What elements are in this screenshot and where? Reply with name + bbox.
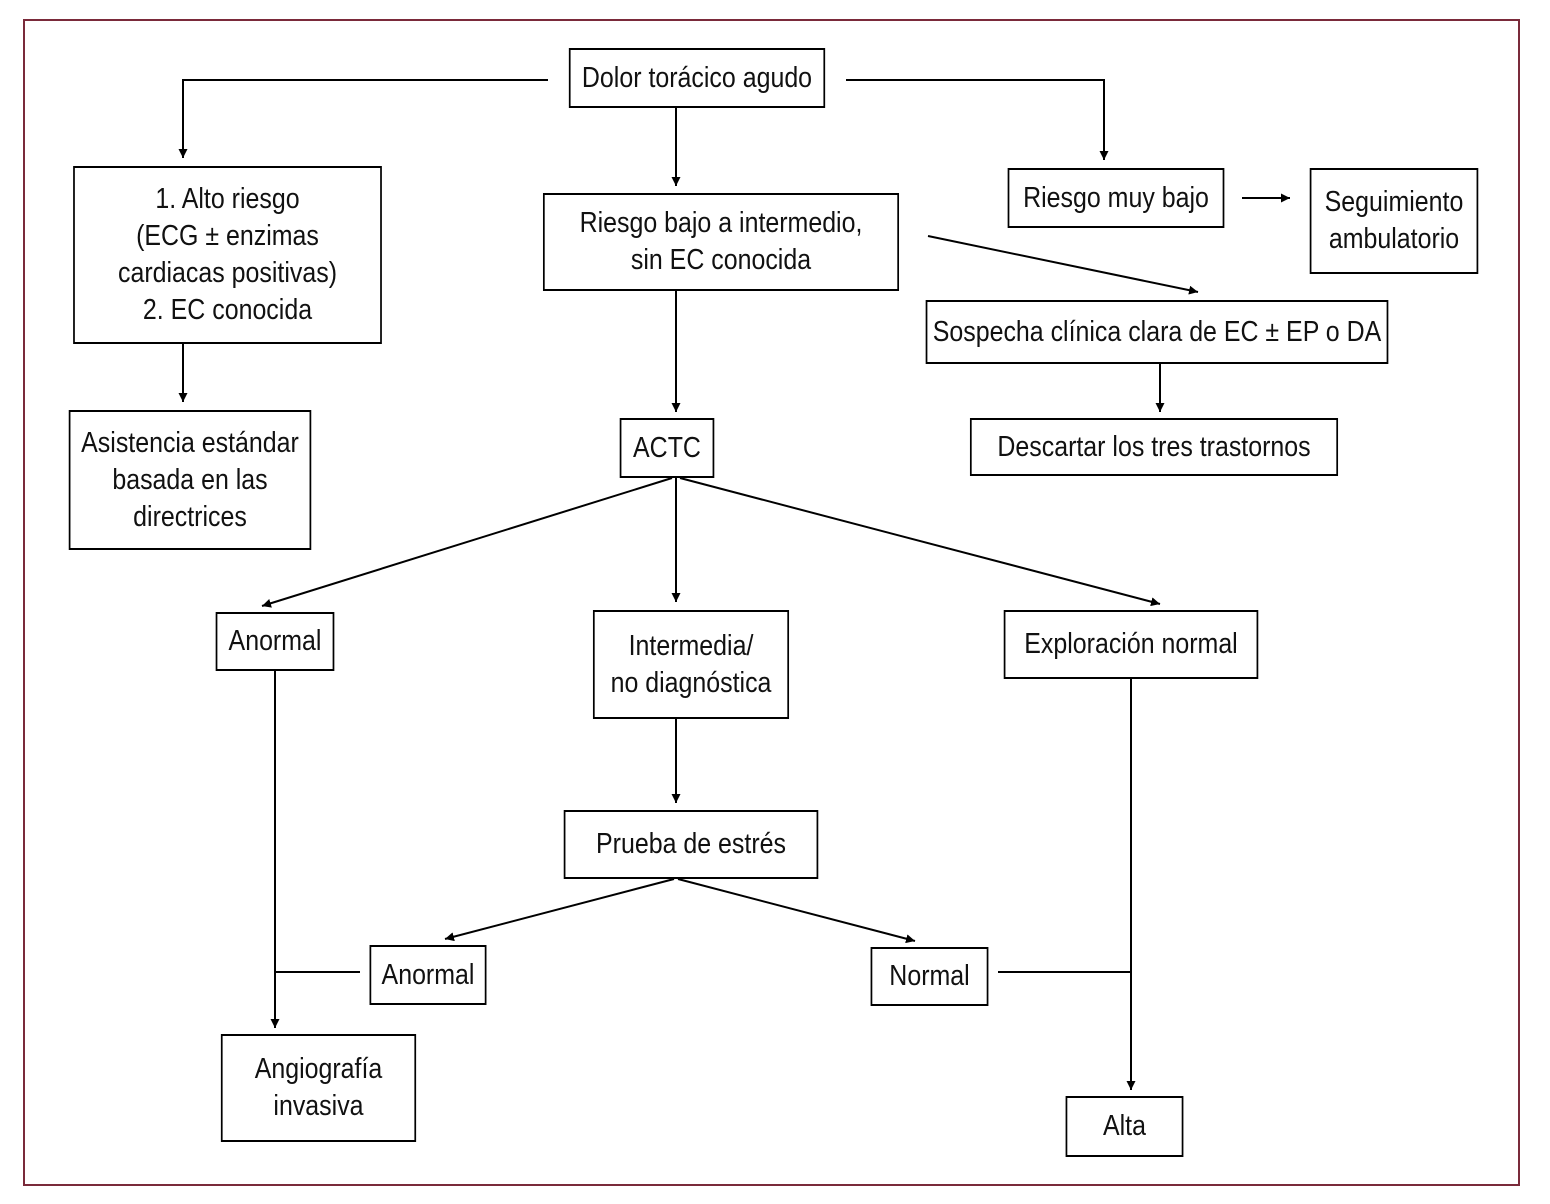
node-outpatient-followup-label: Seguimiento ambulatorio	[1324, 186, 1464, 255]
figure-frame	[23, 19, 1520, 1186]
node-normal-stress-label: Normal	[889, 960, 970, 992]
node-low-intermediate-risk: Riesgo bajo a intermedio, sin EC conocid…	[542, 193, 900, 291]
node-outpatient-followup: Seguimiento ambulatorio	[1309, 168, 1479, 274]
node-stress-test: Prueba de estrés	[563, 810, 819, 879]
node-abnormal-stress: Anormal	[369, 945, 487, 1005]
node-normal-scan-label: Exploración normal	[1024, 628, 1238, 660]
node-clinical-suspicion: Sospecha clínica clara de EC ± EP o DA	[925, 300, 1389, 364]
node-acute-chest-pain: Dolor torácico agudo	[568, 48, 826, 108]
edge-actc-to-normal-scan	[679, 477, 1161, 607]
node-intermediate-nondiagnostic: Intermedia/ no diagnóstica	[592, 610, 790, 719]
node-standard-care: Asistencia estándar basada en las direct…	[68, 410, 312, 550]
node-discharge-label: Alta	[1103, 1110, 1146, 1142]
node-standard-care-label: Asistencia estándar basada en las direct…	[81, 426, 299, 533]
node-high-risk-label: 1. Alto riesgo (ECG ± enzimas cardiacas …	[117, 183, 338, 326]
node-abnormal-ctca: Anormal	[215, 612, 335, 671]
edge-start-to-high-risk	[178, 79, 548, 158]
node-clinical-suspicion-label: Sospecha clínica clara de EC ± EP o DA	[932, 315, 1382, 348]
node-acute-chest-pain-label: Dolor torácico agudo	[581, 61, 813, 94]
node-abnormal-stress-label: Anormal	[381, 958, 475, 991]
node-actc-label: ACTC	[633, 431, 701, 464]
edge-low-int-to-suspicion	[927, 235, 1199, 295]
edge-stress-to-abnormal2	[444, 878, 675, 942]
node-normal-stress: Normal	[870, 947, 989, 1006]
node-intermediate-nondiagnostic-label: Intermedia/ no diagnóstica	[610, 629, 772, 699]
node-normal-scan: Exploración normal	[1003, 610, 1259, 679]
node-stress-test-label: Prueba de estrés	[596, 828, 786, 860]
node-discharge: Alta	[1065, 1096, 1184, 1157]
node-very-low-risk-label: Riesgo muy bajo	[1023, 181, 1209, 214]
node-abnormal-ctca-label: Anormal	[228, 625, 322, 657]
node-low-intermediate-risk-label: Riesgo bajo a intermedio, sin EC conocid…	[579, 207, 863, 276]
node-rule-out-three-disorders-label: Descartar los tres trastornos	[997, 430, 1311, 463]
edge-start-to-very-low	[846, 79, 1109, 160]
node-very-low-risk: Riesgo muy bajo	[1007, 168, 1225, 228]
node-rule-out-three-disorders: Descartar los tres trastornos	[969, 418, 1339, 476]
node-high-risk: 1. Alto riesgo (ECG ± enzimas cardiacas …	[73, 166, 382, 344]
node-invasive-angiography: Angiografía invasiva	[220, 1034, 417, 1142]
edge-stress-to-normal2	[677, 878, 916, 944]
node-invasive-angiography-label: Angiografía invasiva	[254, 1053, 383, 1122]
node-actc: ACTC	[619, 418, 715, 478]
edge-actc-to-abnormal1	[261, 477, 673, 608]
